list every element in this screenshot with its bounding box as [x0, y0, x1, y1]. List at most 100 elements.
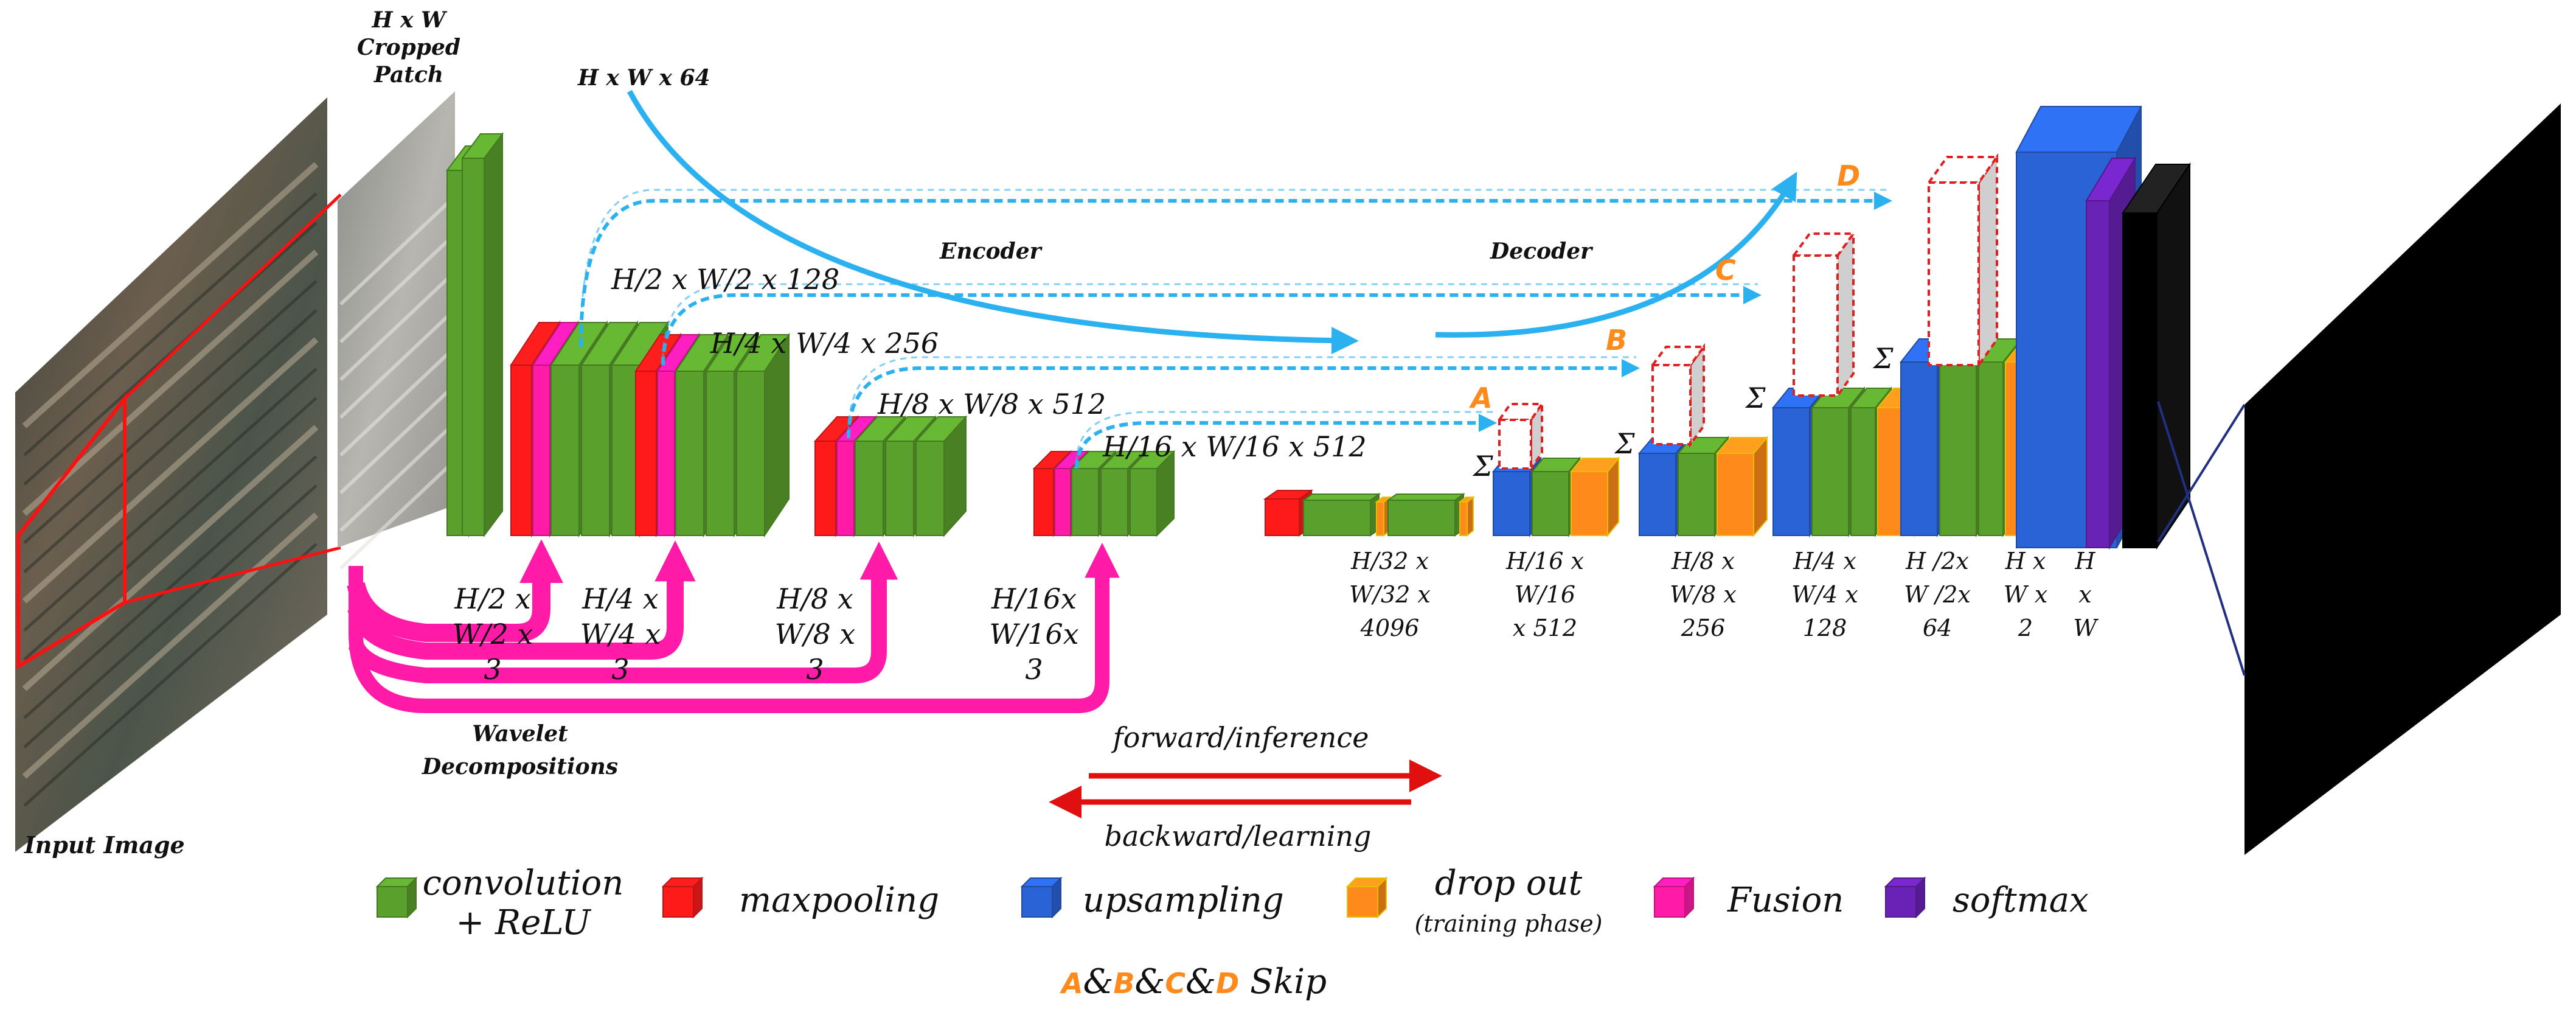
decoder-size-label-6: 2 [2018, 615, 2033, 641]
text-labels: Input Image H x W Cropped Patch H x W x … [24, 7, 1594, 859]
legend-label-softmax: softmax [1953, 881, 2089, 920]
legend-label-dropout: (training phase) [1415, 910, 1603, 937]
image-texture-line [23, 280, 318, 544]
legend-icon-convolution [375, 876, 418, 919]
skip-feature-box-4 [1926, 153, 1999, 369]
decoder-size-label-5: H /2x [1905, 548, 1969, 574]
decoder-size-label-4: H/4 x [1793, 548, 1856, 574]
legend-skip-note: A&B&C&D Skip [1060, 962, 1327, 1002]
decomp-size-label-4: 3 [1025, 653, 1043, 686]
decoder-size-label-1: W/32 x [1349, 581, 1431, 608]
sum-symbol-3: Σ [1745, 382, 1766, 414]
conv-block-2-3 [735, 332, 790, 538]
output-map-block [2122, 162, 2191, 550]
decomp-size-label-4: H/16x [991, 582, 1077, 615]
wavelet-arrow-3 [348, 542, 898, 683]
sum-symbol-2: Σ [1614, 427, 1635, 460]
image-texture-line [22, 512, 319, 779]
decoder-size-label-2: x 512 [1513, 615, 1577, 641]
image-texture-line [339, 274, 452, 382]
sum-symbol-4: Σ [1872, 342, 1894, 375]
legend-label-fusion: Fusion [1727, 881, 1844, 920]
decoder-label: Decoder [1490, 239, 1594, 264]
decomp-size-label-3: W/8 x [775, 618, 856, 651]
decoder-size-label-4: W/4 x [1791, 581, 1858, 608]
encoder-size-4: H/16 x W/16 x 512 [1102, 430, 1367, 463]
image-texture-line [22, 249, 319, 516]
image-texture-line [23, 397, 318, 661]
decoder-size-label-6: H x [2005, 548, 2046, 574]
decomp-size-label-1: 3 [484, 653, 501, 686]
crop-projection-line [124, 546, 341, 604]
decoder-size-label-5: 64 [1923, 615, 1952, 641]
decomp-size-label-3: 3 [806, 653, 824, 686]
decoder-size-label-1: 4096 [1360, 615, 1420, 641]
first-conv-block [461, 132, 504, 537]
image-texture-line [339, 199, 452, 306]
output-segmentation-map [2244, 103, 2561, 855]
bottleneck-conv-2 [1386, 493, 1466, 537]
encoder-label: Encoder [939, 239, 1043, 264]
legend-skip-joiner: & [1135, 962, 1165, 1002]
cropped-patch-label-2: Cropped [357, 35, 460, 60]
bottleneck-conv-1 [1301, 493, 1381, 537]
decomp-size-label-1: H/2 x [454, 582, 531, 615]
first-conv-size-label: H x W x 64 [577, 65, 710, 91]
image-texture-line [339, 425, 452, 532]
output-projection-line [2157, 403, 2246, 543]
encoder-size-1: H/2 x W/2 x 128 [611, 263, 839, 296]
image-texture-line [23, 455, 318, 719]
image-texture-line [339, 312, 452, 419]
skip-letter-2: C [1715, 254, 1736, 287]
encoder-size-2: H/4 x W/4 x 256 [710, 327, 939, 360]
cropped-patch-label-3: Patch [373, 62, 443, 88]
decoder-size-label-7: H [2074, 548, 2095, 574]
skip-letter-3: D [1837, 159, 1860, 192]
decomp-size-label-2: 3 [611, 653, 629, 686]
wavelet-arrow-2 [347, 540, 696, 660]
decoder-size-label-2: W/16 [1515, 581, 1575, 608]
legend-icon-upsampling [1020, 876, 1063, 919]
legend-skip-joiner: & [1083, 962, 1114, 1002]
decoder-size-label-6: W x [2004, 581, 2048, 608]
output-map-panel [2157, 103, 2561, 855]
decomp-size-label-4: W/16x [989, 618, 1078, 651]
legend-skip-suffix: Skip [1239, 962, 1327, 1002]
legend-skip-letter: D [1216, 967, 1239, 1000]
legend-skip-joiner: & [1186, 962, 1216, 1002]
cropped-patch-label-1: H x W [372, 7, 448, 33]
decoder-size-label-7: W [2073, 615, 2099, 641]
decoder-size-label-2: H/16 x [1505, 548, 1584, 574]
skip-arrow-A [1075, 414, 1497, 469]
legend-icon-maxpooling [661, 876, 704, 919]
crop-projection-line [123, 194, 342, 400]
decoder-size-label-7: x [2078, 581, 2091, 608]
decoder-size-label-3: H/8 x [1671, 548, 1735, 574]
legend-label-dropout: drop out [1435, 863, 1583, 903]
legend-label-convolution: + ReLU [456, 903, 591, 943]
dec-dropout-block-1 [1569, 456, 1620, 537]
legend-icon-fusion [1653, 876, 1695, 919]
legend-skip-letter: A [1060, 967, 1083, 1000]
legend-skip-letter: B [1113, 967, 1134, 1000]
legend-icon-softmax [1884, 876, 1926, 919]
encoder-flow-arrow [627, 89, 1359, 355]
decoder-size-label-5: W /2x [1904, 581, 1971, 608]
image-texture-line [339, 463, 452, 570]
skip-feature-box-2 [1650, 343, 1706, 448]
decomp-size-label-1: W/2 x [453, 618, 533, 651]
wavelet-label-1: Wavelet [472, 721, 568, 747]
decoder-size-label-1: H/32 x [1350, 548, 1429, 574]
image-texture-line [23, 368, 318, 632]
dec-dropout-block-2 [1715, 436, 1769, 537]
skip-arrow-shadow [847, 356, 1636, 433]
image-texture-line [23, 192, 318, 456]
decomp-size-label-2: H/4 x [582, 582, 659, 615]
legend-label-convolution: convolution [423, 863, 624, 903]
sum-symbol-1: Σ [1472, 450, 1493, 483]
